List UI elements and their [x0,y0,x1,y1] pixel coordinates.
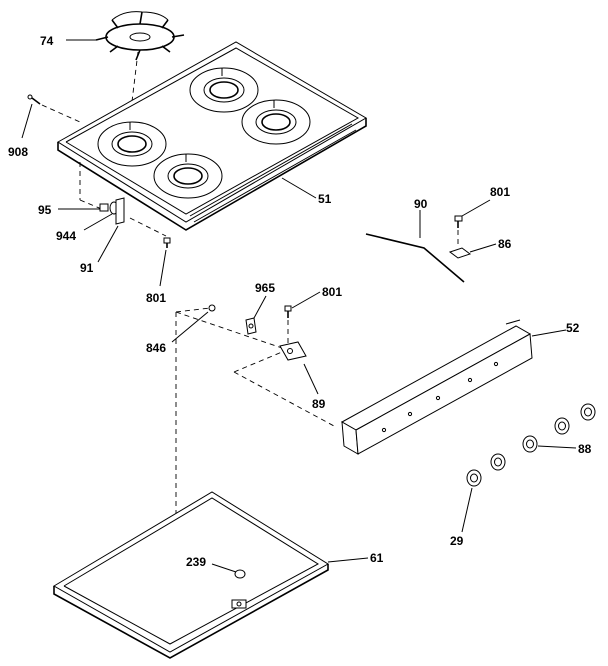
screw-846 [208,304,216,312]
label-screw-908: 908 [8,145,28,159]
label-knob-88: 88 [578,442,592,456]
knob-5 [580,403,596,421]
part-239 [234,569,246,579]
burner-front-left [153,153,223,199]
burner-grate [95,11,185,61]
label-part-239: 239 [186,555,206,569]
label-bracket-86: 86 [498,237,512,251]
label-bracket-89: 89 [312,397,326,411]
bracket-86 [448,247,472,259]
label-clip-95: 95 [38,203,52,217]
label-screw-801-left: 801 [146,291,166,305]
knob-2 [490,453,506,471]
knob-3 [522,435,538,453]
cooktop [57,41,367,231]
label-manifold-panel: 52 [566,321,580,335]
screw-801-left [163,237,171,248]
rod-90 [365,233,465,283]
label-screw-846: 846 [146,341,166,355]
label-bracket-91: 91 [80,261,94,275]
clip-95 [99,203,109,212]
manifold-panel [340,319,533,455]
burner-rear-center [189,67,259,113]
label-cooktop: 51 [318,192,332,206]
screw-801-right [454,215,463,228]
label-screw-801-mid: 801 [322,285,342,299]
label-rod-90: 90 [414,197,428,211]
bracket-91 [115,197,125,225]
label-knob-29: 29 [450,534,464,548]
label-bottom-pan: 61 [370,551,384,565]
clip-965 [245,317,257,335]
bracket-89 [279,341,307,361]
screw-801-mid [284,305,292,318]
bottom-pan [53,491,329,659]
label-clip-965: 965 [255,281,275,295]
knob-4 [554,417,570,435]
label-clip-944: 944 [56,229,76,243]
knob-1 [466,469,482,487]
label-screw-801-right: 801 [490,185,510,199]
screw-908 [27,94,41,105]
burner-rear-left [97,121,167,167]
burner-front-right [241,99,311,145]
label-grate: 74 [40,34,54,48]
